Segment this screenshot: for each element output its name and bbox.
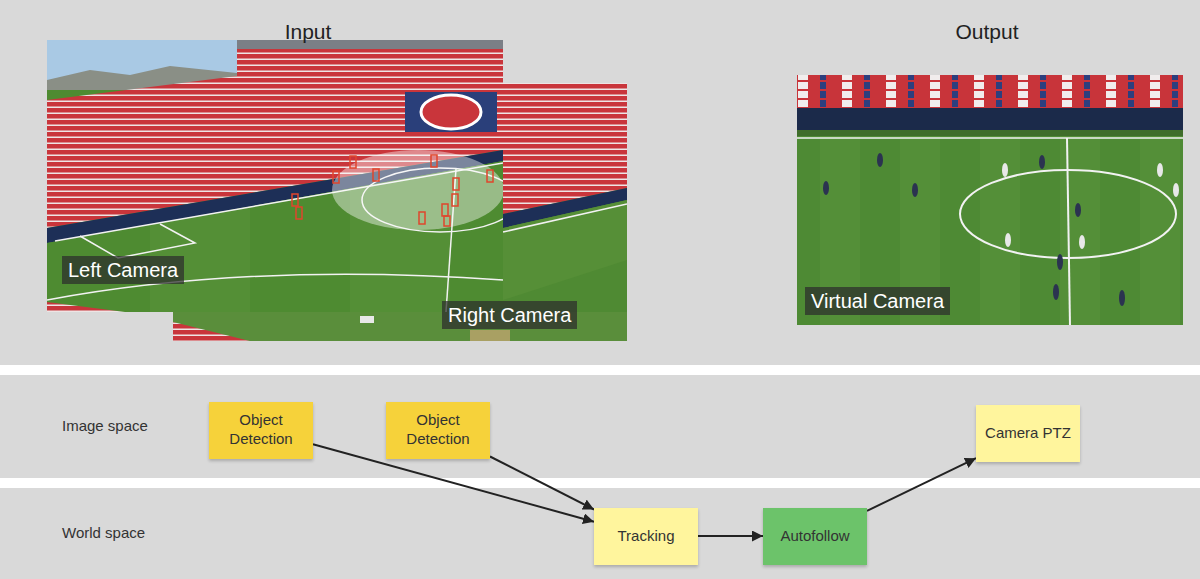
pitch-stripe [1060,136,1100,325]
pitch-object [360,316,374,323]
player [1075,203,1081,217]
focus-area [332,150,503,230]
process-label: Camera PTZ [985,424,1071,443]
player-box [431,155,437,167]
player-box [296,207,302,219]
swimlane-band: World space Tracking Autofollow [0,488,1200,579]
player-box [350,156,356,168]
player-box [333,171,339,183]
flow-arrow [698,535,763,537]
touchline [503,204,627,232]
player-box [442,204,448,216]
pitch [47,40,503,312]
flow-arrow [313,444,594,521]
player-box [373,169,379,181]
center-circle [960,170,1176,258]
player [1053,284,1059,300]
stand-roof [237,40,503,49]
process-label: Autofollow [780,527,849,546]
player [1039,155,1045,169]
ad-boards [797,108,1183,130]
process-label: Tracking [618,527,675,546]
pitch [797,75,1183,325]
club-crest [421,95,481,129]
process-sticky: Object Detection [209,402,313,459]
touchline [797,137,1183,139]
section-title: Output [955,19,1018,44]
process-sticky: Tracking [594,508,698,565]
lane-label: Image space [62,417,148,436]
halfway-line [1067,138,1070,325]
player-box [487,170,493,182]
pitch-stripe [503,200,627,300]
virtual-camera-image [797,75,1183,325]
player [1057,254,1063,270]
stands [173,322,250,341]
penalty-box [80,224,195,258]
player-box [452,194,458,206]
player [823,181,829,195]
stands [47,302,125,312]
players [823,153,1179,306]
flow-arrow [867,458,976,511]
process-label: Object Detection [215,411,307,449]
club-banner [405,92,497,132]
swimlane-band: Image space Object Detection Object Detect… [0,375,1200,478]
player-box [419,212,425,224]
process-label: Object Detection [392,411,484,449]
process-sticky: Object Detection [386,402,490,459]
player [1173,183,1179,197]
player [1079,235,1085,249]
camera-label: Right Camera [442,301,577,329]
process-sticky: Autofollow [763,508,867,565]
input-output-panel [0,0,1200,365]
pitch-stripe [980,136,1020,325]
player [912,183,918,197]
player [1119,290,1125,306]
pitch-stripe [1140,136,1180,325]
player [877,153,883,167]
player-box [453,178,459,190]
player-box [292,194,298,206]
player [1157,163,1163,177]
player [1002,163,1008,177]
flow-arrow [490,457,594,510]
lane-label: World space [62,524,145,543]
camera-label: Virtual Camera [805,287,950,315]
camera-label: Left Camera [62,256,184,284]
left-camera-image [47,40,503,312]
process-sticky: Camera PTZ [976,405,1080,462]
section-title: Input [285,19,332,44]
stands [797,75,1183,109]
player-boxes [292,155,493,226]
player-box [444,216,450,226]
player [1005,233,1011,247]
worn-grass [470,330,510,341]
pitch-edge [797,130,1183,136]
